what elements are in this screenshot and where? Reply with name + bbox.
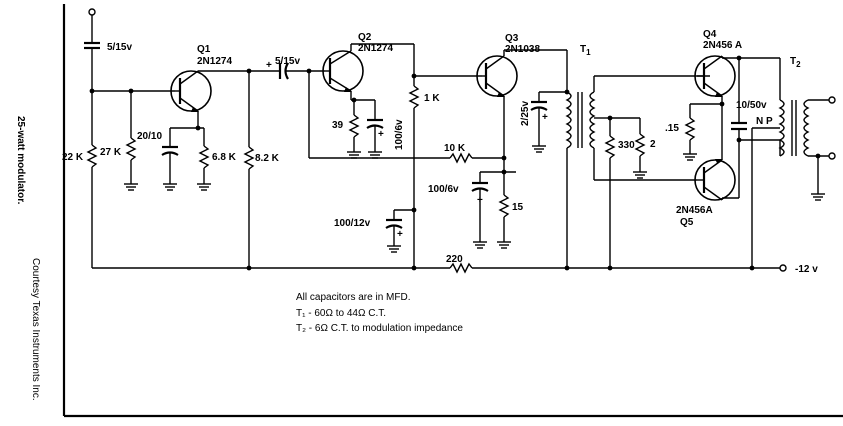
resistor-220-label: 220 [446, 254, 463, 265]
svg-text:+: + [397, 229, 403, 240]
resistor-1k [408, 85, 420, 109]
resistor-15-label: 15 [512, 202, 524, 213]
transistor-q4 [694, 55, 736, 97]
resistor-39-label: 39 [332, 120, 344, 131]
q2-part: 2N1274 [358, 43, 393, 54]
note-t2: T₂ - 6Ω C.T. to modulation impedance [296, 323, 463, 334]
output-terminal-bottom [828, 152, 836, 160]
resistor-39 [348, 114, 360, 138]
resistor-0-15-label: .15 [665, 123, 679, 134]
coupling-capacitor-plus: + [266, 60, 272, 71]
resistor-22k [86, 144, 98, 168]
resistor-15 [498, 194, 510, 218]
resistor-27k [125, 137, 137, 161]
resistor-8-2k-label: 8.2 K [255, 153, 280, 164]
resistor-2-label: 2 [650, 139, 656, 150]
note-t1: T₁ - 60Ω to 44Ω C.T. [296, 308, 386, 319]
transformer-t1 [565, 91, 596, 149]
capacitor-10-50-label: 10/50v [736, 100, 767, 111]
q5-part: 2N456A [676, 205, 713, 216]
capacitor-100-12-label: 100/12v [334, 218, 371, 229]
resistor-330-label: 330 [618, 140, 635, 151]
supply-terminal [779, 264, 787, 272]
resistor-6-8k-label: 6.8 K [212, 152, 237, 163]
resistor-1k-label: 1 K [424, 93, 440, 104]
input-capacitor-label: 5/15v [107, 42, 132, 53]
resistor-10k [449, 152, 473, 164]
capacitor-20-10-label: 20/10 [137, 131, 162, 142]
capacitor-100-12: + [385, 218, 403, 240]
resistor-330 [604, 135, 616, 159]
t2-label: T2 [790, 56, 801, 69]
svg-text:+: + [378, 129, 384, 140]
capacitor-10-50 [731, 121, 747, 131]
note-capacitors: All capacitors are in MFD. [296, 292, 410, 303]
q4-part: 2N456 A [703, 40, 742, 51]
resistor-220 [449, 262, 473, 274]
transistor-q1 [170, 70, 212, 112]
q1-label: Q1 [197, 44, 211, 55]
resistor-22k-label: 22 K [62, 152, 84, 163]
side-credit: Courtesy Texas Instruments Inc. [30, 258, 41, 401]
capacitor-100-6-b-label: 100/6v [428, 184, 459, 195]
resistor-10k-label: 10 K [444, 143, 466, 154]
transistor-q5 [694, 159, 736, 201]
transistor-q3 [476, 55, 518, 97]
capacitor-2-25-label: 2/25v [520, 101, 531, 126]
q4-label: Q4 [703, 29, 717, 40]
q3-label: Q3 [505, 33, 519, 44]
input-capacitor [84, 41, 100, 50]
capacitor-20-10 [161, 145, 179, 156]
resistor-2 [634, 133, 646, 157]
resistor-27k-label: 27 K [100, 147, 122, 158]
coupling-capacitor [278, 62, 289, 80]
transformer-t2 [778, 99, 810, 157]
side-title: 25-watt modulator. [15, 116, 26, 205]
q1-part: 2N1274 [197, 56, 232, 67]
q2-label: Q2 [358, 32, 372, 43]
coupling-capacitor-label: 5/15v [275, 56, 300, 67]
t1-label: T1 [580, 44, 591, 57]
svg-text:+: + [542, 112, 548, 123]
q5-label: Q5 [680, 217, 694, 228]
resistor-6-8k [198, 145, 210, 169]
resistor-0-15 [684, 117, 696, 141]
t2-np-label: N P [756, 116, 773, 127]
capacitor-2-25: + [530, 100, 548, 123]
capacitor-100-6-a-label: 100/6v [394, 119, 405, 150]
supply-label: -12 v [795, 264, 818, 275]
input-terminal [88, 8, 96, 16]
capacitor-100-6-a: + [366, 118, 384, 140]
resistor-8-2k [243, 146, 255, 170]
output-terminal-top [828, 96, 836, 104]
transistor-q2 [322, 50, 364, 92]
